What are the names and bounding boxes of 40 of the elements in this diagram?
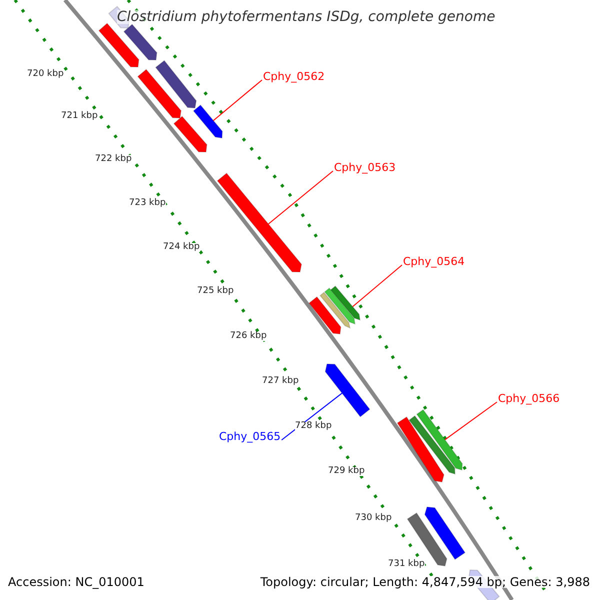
gene-bar — [408, 415, 456, 475]
scale-label: 724 kbp — [163, 243, 200, 252]
scale-label: 720 kbp — [27, 70, 64, 79]
gene-bar — [324, 363, 370, 418]
gene-bar — [155, 60, 197, 109]
scale-label: 725 kbp — [197, 287, 234, 296]
scale-label: 723 kbp — [129, 199, 166, 208]
gene-label: Cphy_0565 — [219, 431, 281, 442]
gene-bar — [216, 172, 302, 272]
scale-label: 731 kbp — [388, 560, 425, 569]
gene-bar — [416, 409, 463, 471]
leader-line — [268, 170, 334, 224]
leader-line — [444, 402, 498, 440]
accession-text: Accession: NC_010001 — [8, 576, 144, 588]
gene-bar — [173, 116, 208, 152]
scale-label: 728 kbp — [295, 422, 332, 431]
gene-bar — [137, 68, 182, 119]
gene-bar — [98, 22, 140, 68]
gene-bar — [192, 104, 223, 139]
title: Clostridium phytofermentans ISDg, complete genome — [117, 10, 496, 24]
gene-bar — [319, 292, 351, 329]
gene-label: Cphy_0566 — [498, 393, 560, 404]
gene-label: Cphy_0563 — [334, 162, 396, 173]
gene-bar — [424, 506, 466, 560]
gene-bar — [396, 416, 444, 483]
scale-label: 726 kbp — [230, 332, 267, 341]
gene-bar — [324, 287, 356, 325]
scale-label: 730 kbp — [355, 514, 392, 523]
leader-line — [352, 264, 402, 308]
scale-label: 729 kbp — [328, 467, 365, 476]
gene-bar — [123, 24, 158, 60]
scale-label: 721 kbp — [61, 112, 98, 121]
gene-label: Cphy_0562 — [263, 71, 325, 82]
leader-line — [212, 80, 262, 122]
gene-bar — [308, 296, 342, 335]
scale-label: 722 kbp — [95, 155, 132, 164]
summary-text: Topology: circular; Length: 4,847,594 bp; Genes: 3,988 — [260, 576, 590, 588]
gene-label: Cphy_0564 — [403, 256, 465, 267]
gene-bar — [406, 512, 448, 567]
scale-label: 727 kbp — [262, 377, 299, 386]
